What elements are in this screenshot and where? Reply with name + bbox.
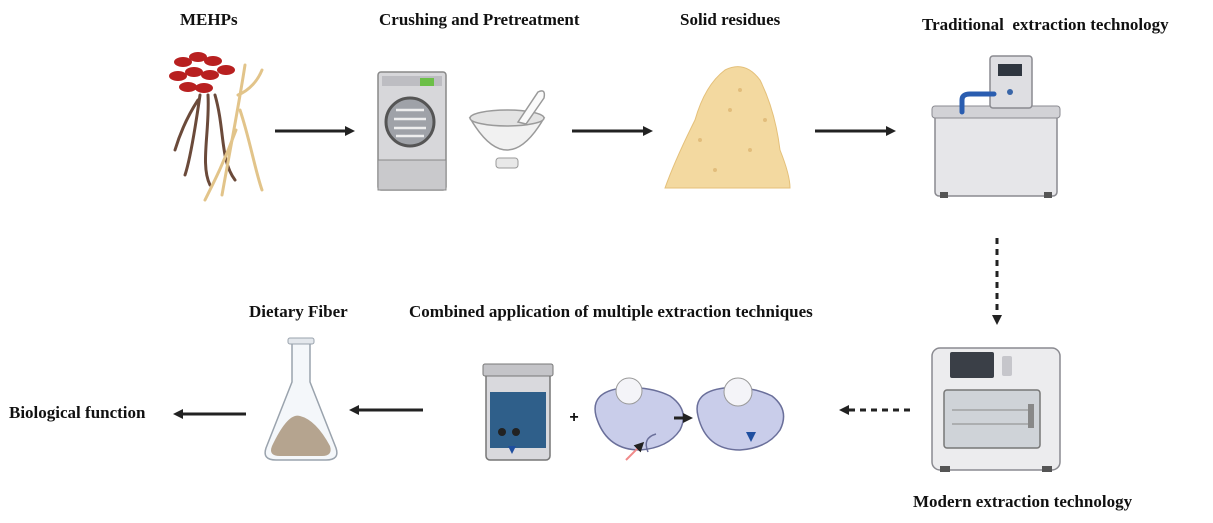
water-bath-illustration	[931, 55, 1061, 198]
label-mehps: MEHPs	[180, 10, 238, 29]
label-biological-function: Biological function	[9, 403, 146, 422]
cell-disruption-schematic	[594, 377, 785, 461]
mortar-pestle-illustration	[468, 90, 546, 169]
label-combined-techniques: Combined application of multiple extract…	[409, 302, 813, 321]
mehps-root-illustration	[169, 52, 264, 202]
ultrasonic-bath-illustration	[482, 363, 554, 461]
solid-residue-pile-illustration	[664, 66, 791, 189]
label-modern-extraction: Modern extraction technology	[913, 492, 1133, 511]
flow-arrows	[173, 126, 1002, 419]
flask-illustration	[264, 337, 338, 461]
label-dietary-fiber: Dietary Fiber	[249, 302, 348, 321]
freeze-dryer-illustration	[377, 71, 447, 191]
label-crushing-pretreatment: Crushing and Pretreatment	[379, 10, 580, 29]
microwave-extractor-illustration	[931, 347, 1061, 472]
plus-sign: +	[569, 409, 578, 426]
label-solid-residues: Solid residues	[680, 10, 781, 29]
label-traditional-extraction: Traditional extraction technology	[922, 15, 1169, 34]
